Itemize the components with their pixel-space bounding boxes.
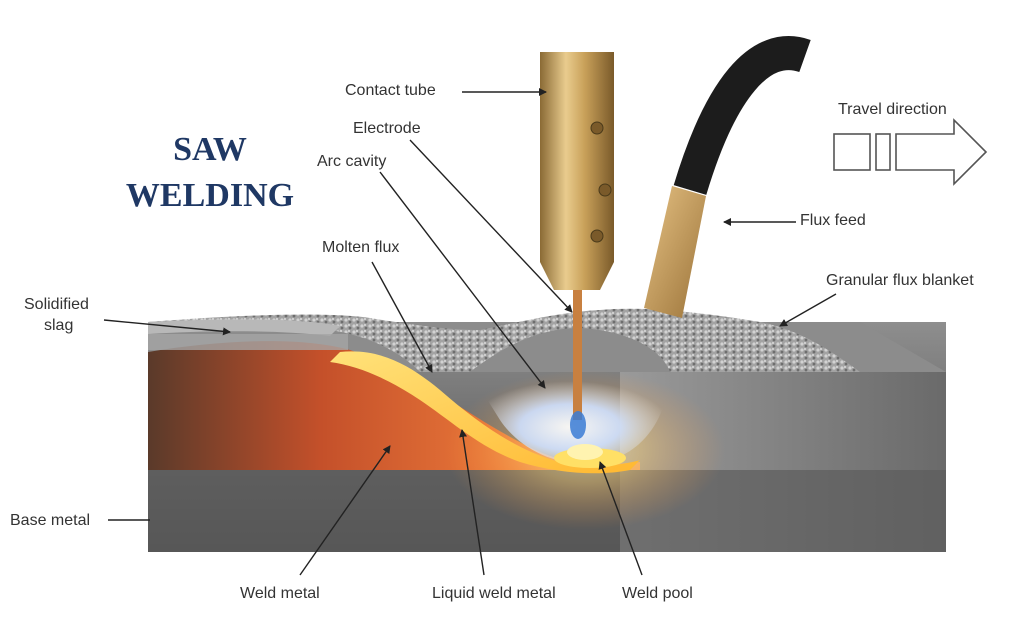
arc-cavity [470, 372, 670, 464]
label-weld-pool: Weld pool [622, 585, 693, 602]
leader-solidified-slag [103, 319, 231, 336]
solidified-slag [148, 319, 340, 336]
flux-feed-hose [644, 36, 811, 318]
leader-liquid-weld-metal [459, 429, 485, 576]
label-flux-feed: Flux feed [800, 212, 866, 229]
molten-flux [330, 351, 640, 474]
leader-granular-flux-blanket [779, 293, 837, 327]
flux-feed-nozzle [644, 186, 706, 318]
travel-direction-arrow [833, 118, 988, 186]
contact-tube-tip [540, 262, 614, 290]
leader-lines [103, 88, 837, 576]
tube-screw-1 [590, 121, 604, 135]
label-granular-flux-blanket: Granular flux blanket [826, 272, 974, 289]
label-molten-flux: Molten flux [322, 239, 400, 256]
electrode-arc [570, 411, 586, 439]
electrode-wire [573, 290, 582, 420]
travel-box-1 [833, 133, 871, 171]
label-contact-tube: Contact tube [345, 82, 436, 99]
slag-top-layer [148, 334, 348, 350]
diagram-title-line2: WELDING [125, 177, 295, 214]
travel-box-2 [875, 133, 891, 171]
label-solidified-slag-line2: slag [44, 317, 74, 334]
diagram-title-line1: SAW [173, 131, 247, 168]
label-base-metal: Base metal [10, 512, 91, 529]
label-solidified-slag-line1: Solidified [24, 296, 89, 313]
contact-tube [540, 52, 614, 290]
label-electrode: Electrode [353, 120, 421, 137]
label-travel-direction: Travel direction [838, 101, 947, 118]
tube-screw-2 [598, 183, 612, 197]
leader-weld-metal [299, 445, 391, 576]
leader-weld-pool [598, 461, 643, 576]
leader-electrode [409, 139, 573, 313]
weld-metal [148, 341, 640, 470]
flux-hose-tube [673, 36, 811, 195]
tube-screw-3 [590, 229, 604, 243]
travel-arrow-head [895, 118, 988, 186]
weld-pool-core [567, 444, 603, 460]
leader-molten-flux [371, 261, 433, 373]
label-liquid-weld-metal: Liquid weld metal [432, 585, 556, 602]
leader-arc-cavity [379, 171, 546, 389]
label-arc-cavity: Arc cavity [317, 153, 387, 170]
label-weld-metal: Weld metal [240, 585, 320, 602]
contact-tube-body [540, 52, 614, 262]
